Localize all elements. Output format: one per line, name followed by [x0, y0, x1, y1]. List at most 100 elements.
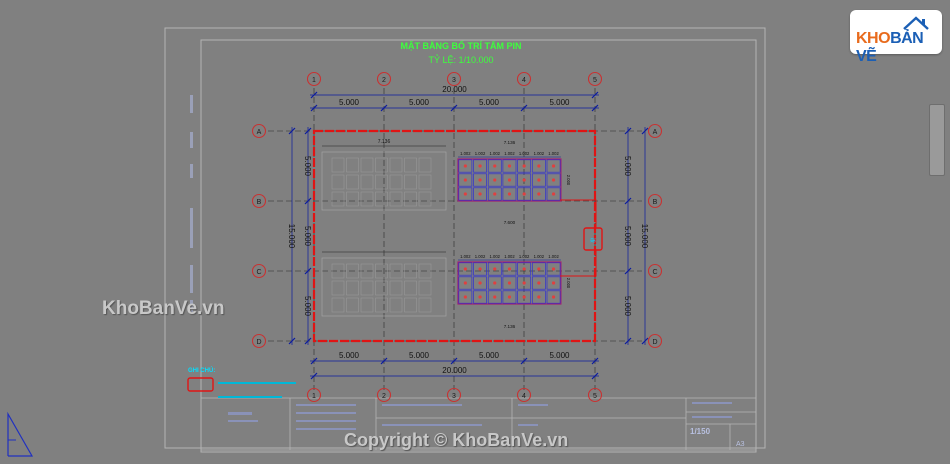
solar-panel-lower-1-4 [517, 276, 532, 290]
vertical-scrollbar[interactable] [929, 104, 945, 176]
axis-top-1-circle [306, 71, 322, 87]
solar-panel-lower-1-0 [458, 276, 473, 290]
dim-left-segments-tick-0 [304, 127, 312, 135]
dim-bottom-segments-tick-2 [450, 357, 458, 365]
grey-panel-lower-1-6 [418, 280, 432, 296]
grey-panel-lower-0-6 [418, 263, 432, 279]
dim-right-segments-text-0: 5.000 [623, 156, 632, 177]
grey-panel-lower-1-2 [360, 280, 374, 296]
panel-connector-lower-1-5 [537, 281, 541, 285]
inverter-symbol: ≋ [590, 236, 597, 245]
axis-right-D-circle [647, 333, 663, 349]
axis-right-C-circle [647, 263, 663, 279]
axis-left-A-circle [251, 123, 267, 139]
site-logo[interactable]: KHOBẢN VẼ [850, 10, 942, 65]
panel-connector-lower-1-0 [463, 281, 467, 285]
dim-bottom-segments-text-3: 5.000 [549, 351, 570, 360]
dim-bottom-total-text-0: 20.000 [442, 366, 467, 375]
dim-top-segments-text-3: 5.000 [549, 98, 570, 107]
grey-panel-upper-2-4 [389, 191, 403, 207]
drawing-scale: TỶ LỆ: 1/10.000 [428, 54, 493, 65]
solar-panel-upper-2-2 [487, 187, 502, 201]
panel-connector-lower-0-5 [537, 267, 541, 271]
solar-panel-lower-2-4 [517, 290, 532, 304]
dim-right-total-tick-1 [641, 337, 649, 345]
axis-top-5-label: 5 [593, 77, 597, 84]
axis-bottom-1-label: 1 [312, 393, 316, 400]
axis-bottom-3-label: 3 [452, 393, 456, 400]
panel-cell-dim-lower-0: 1.002 [460, 254, 471, 259]
grey-panel-upper-0-1 [346, 157, 359, 173]
panel-connector-lower-1-6 [551, 281, 556, 285]
house-roof-icon [903, 16, 929, 30]
panel-connector-lower-1-3 [507, 281, 512, 285]
solar-panel-upper-2-3 [502, 187, 517, 201]
panel-connector-lower-0-4 [522, 267, 526, 271]
title-block [200, 397, 757, 451]
panel-cell-dim-lower-5: 1.002 [534, 254, 545, 259]
solar-panel-lower-0-5 [531, 262, 546, 276]
grey-panel-lower-2-2 [360, 297, 374, 313]
dim-right-segments-tick-2 [624, 267, 632, 275]
axis-left-C-circle [251, 263, 267, 279]
panel-cell-dim-lower-2: 1.002 [490, 254, 501, 259]
dim-top-segments-tick-1 [380, 104, 388, 112]
dim-left-total-text-0: 15.000 [287, 224, 296, 249]
axis-bottom-1-circle [306, 387, 322, 403]
grey-zone-lower [321, 257, 447, 317]
dim-top-total-text-0: 20.000 [442, 85, 467, 94]
dim-right-segments-tick-3 [624, 337, 632, 345]
dim-bottom-segments-tick-3 [520, 357, 528, 365]
logo-right: BẢN VẼ [856, 30, 924, 65]
solar-panel-lower-0-1 [473, 262, 487, 276]
logo-text: KHOBẢN VẼ [856, 30, 942, 66]
panel-connector-lower-0-0 [463, 267, 467, 271]
panel-connector-upper-1-0 [463, 178, 467, 182]
panel-connector-lower-1-2 [493, 281, 497, 285]
cable-route-lower [560, 250, 597, 277]
grey-panel-upper-0-6 [418, 157, 432, 173]
dim-left-total-tick-0 [288, 127, 296, 135]
solar-panel-lower-0-6 [546, 262, 561, 276]
grey-panel-lower-2-4 [389, 297, 403, 313]
solar-panel-lower-1-2 [487, 276, 502, 290]
panel-cell-dim-upper-6: 1.002 [548, 151, 559, 156]
axis-left-C-label: C [256, 269, 261, 276]
axis-right-B-circle [647, 193, 663, 209]
ucs-triangle-icon [7, 411, 34, 457]
panel-connector-upper-1-2 [493, 178, 497, 182]
legend-text-marks [218, 382, 296, 398]
solar-panel-upper-1-5 [531, 173, 546, 187]
dim-top-segments-text-2: 5.000 [479, 98, 500, 107]
panel-connector-upper-2-1 [478, 192, 482, 196]
axis-top-4-circle [516, 71, 532, 87]
dim-bottom-segments-tick-4 [591, 357, 599, 365]
solar-panel-lower-2-1 [473, 290, 487, 304]
panel-cell-dim-upper-1: 1.002 [475, 151, 486, 156]
array-outline-upper [457, 158, 562, 202]
grey-panel-upper-0-2 [360, 157, 374, 173]
grey-panel-lower-0-0 [331, 263, 345, 279]
panel-connector-upper-0-6 [551, 164, 556, 168]
solar-panel-upper-1-0 [458, 173, 473, 187]
dim-bottom-segments-tick-0 [310, 357, 318, 365]
grey-panel-lower-1-1 [346, 280, 359, 296]
grey-panel-upper-2-5 [404, 191, 417, 207]
grey-panel-lower-0-4 [389, 263, 403, 279]
grey-zone-upper [321, 151, 447, 211]
solar-panel-lower-2-2 [487, 290, 502, 304]
axis-top-3-circle [446, 71, 462, 87]
solar-panel-lower-1-5 [531, 276, 546, 290]
solar-panel-upper-0-2 [487, 159, 502, 173]
grey-panel-lower-0-2 [360, 263, 374, 279]
existing-panel-zones: 7.136 [321, 139, 447, 317]
array-outline-lower [457, 261, 562, 305]
grey-panel-lower-0-3 [375, 263, 388, 279]
grey-panel-lower-1-3 [375, 280, 388, 296]
axis-bottom-3-circle [446, 387, 462, 403]
dim-top-segments-tick-0 [310, 104, 318, 112]
solar-panel-upper-1-6 [546, 173, 561, 187]
